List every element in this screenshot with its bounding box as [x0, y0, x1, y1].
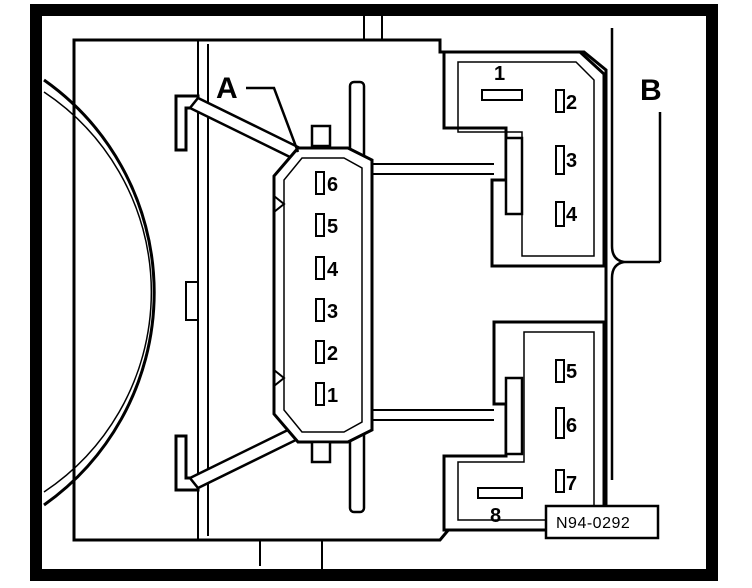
pin-label-a3: 3 [327, 301, 338, 323]
connector-a [272, 146, 374, 444]
pin-label-b4: 4 [566, 204, 578, 226]
pin-label-a2: 2 [327, 343, 338, 365]
pin-slot-a2 [315, 340, 325, 364]
connector-a-clip-top [273, 195, 286, 213]
pin-slot-b1 [481, 89, 523, 101]
pin-label-b1: 1 [494, 63, 505, 85]
connector-b-upper-inner [457, 61, 595, 257]
reference-code: N94-0292 [556, 515, 630, 532]
pin-label-b2: 2 [566, 92, 577, 114]
pin-label-b6: 6 [566, 415, 577, 437]
connector-b-lower-inner [457, 331, 595, 521]
strut-bottom [188, 426, 302, 490]
round-component-tab [185, 281, 199, 321]
reference-box [544, 504, 660, 540]
callout-b-label: B [640, 74, 662, 107]
pin-slot-a4 [315, 256, 325, 280]
connector-a-clip-bottom [273, 369, 286, 387]
connector-a-inner [283, 157, 363, 433]
left-bracket-top [174, 94, 200, 152]
pin-slot-a6 [315, 171, 325, 195]
pin-slot-b7 [555, 469, 565, 493]
pin-label-a6: 6 [327, 174, 338, 196]
round-component [43, 78, 156, 507]
pin-slot-a1 [315, 382, 325, 406]
pin-label-b8: 8 [490, 505, 501, 527]
round-component-edge [43, 91, 152, 493]
connector-b-upper-latch [504, 136, 524, 216]
left-bracket-bottom [174, 434, 200, 492]
pin-label-a1: 1 [327, 385, 338, 407]
pin-label-b7: 7 [566, 473, 577, 495]
pin-label-b5: 5 [566, 361, 577, 383]
pin-label-a5: 5 [327, 216, 338, 238]
diagram-border [30, 4, 718, 581]
pin-slot-b8 [477, 487, 523, 499]
connector-b-upper [442, 50, 606, 268]
strut-top [188, 96, 302, 160]
pin-slot-b5 [555, 359, 565, 383]
pin-slot-a5 [315, 213, 325, 237]
pin-slot-b3 [555, 145, 565, 175]
callout-b-bracket [610, 28, 625, 480]
pin-label-a4: 4 [327, 259, 339, 281]
pin-label-b3: 3 [566, 150, 577, 172]
pin-slot-b6 [555, 407, 565, 439]
pin-slot-b4 [555, 201, 565, 227]
pin-slot-b2 [555, 89, 565, 113]
connector-a-latch-bottom [310, 440, 332, 464]
callout-a-leader [246, 86, 300, 153]
callout-a-label: A [216, 72, 238, 105]
pin-slot-a3 [315, 298, 325, 322]
connector-b-lower-latch [504, 376, 524, 456]
connector-a-latch-top [310, 124, 332, 148]
